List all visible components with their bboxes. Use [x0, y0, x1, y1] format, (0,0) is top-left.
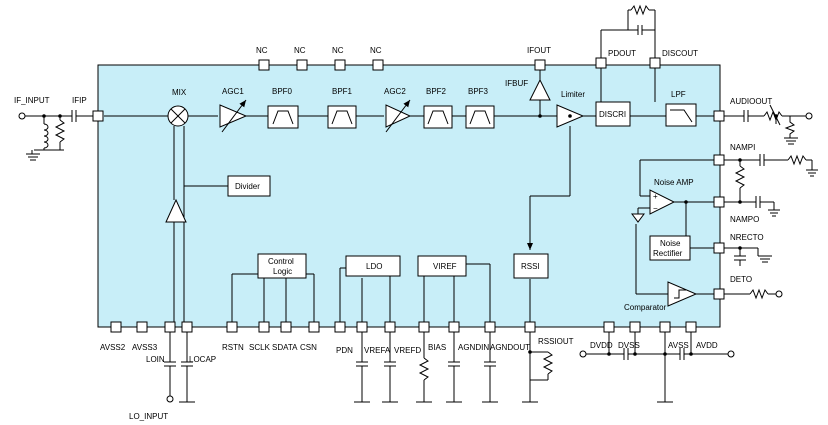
bpf0-label: BPF0: [272, 87, 293, 96]
pin-label-ifip: IFIP: [72, 96, 87, 105]
bpf3-block: [465, 105, 495, 129]
control-logic-block: [257, 253, 307, 279]
agc1-label: AGC1: [222, 87, 244, 96]
bpf0-block: [267, 105, 299, 129]
signal-wires: [104, 64, 720, 322]
svg-text:+: +: [653, 192, 658, 201]
control-logic-label-2: Logic: [273, 267, 292, 276]
pin-label-ifout: IFOUT: [527, 46, 551, 55]
pin-label-avdd: AVDD: [696, 341, 718, 350]
pin-label-loin: LOIN: [146, 355, 165, 364]
bpf2-block: [423, 105, 453, 129]
pin-label-nrecto: NRECTO: [730, 233, 764, 242]
comparator-symbol: [667, 281, 698, 307]
pin-label-rstn: RSTN: [222, 343, 244, 352]
rssi-block: [513, 253, 549, 279]
pin-label-nc-1: NC: [256, 46, 268, 55]
pin-label-sclk: SCLK: [249, 343, 271, 352]
divider-block: [227, 175, 271, 197]
pin-label-locap: LOCAP: [189, 355, 216, 364]
ifbuf-amplifier: [529, 78, 551, 101]
rssi-label: RSSI: [521, 262, 540, 271]
pin-label-rssiout: RSSIOUT: [538, 337, 574, 346]
discri-label: DISCRI: [599, 110, 626, 119]
pin-label-bias: BIAS: [428, 343, 446, 352]
agc1-amplifier: [219, 104, 248, 128]
pin-label-agndin: AGNDIN: [458, 343, 489, 352]
pin-label-if-input: IF_INPUT: [14, 96, 50, 105]
noise-amp-amplifier: [649, 189, 676, 215]
viref-label: VIREF: [433, 262, 457, 271]
bpf3-label: BPF3: [468, 87, 489, 96]
pin-label-avss2: AVSS2: [100, 343, 126, 352]
agc2-label: AGC2: [384, 87, 406, 96]
pin-label-vrefd: VREFD: [394, 346, 421, 355]
lo-buffer-amplifier: [165, 198, 187, 223]
pin-label-dvdd: DVDD: [590, 341, 613, 350]
ldo-block: [345, 255, 401, 277]
pin-label-sdata: SDATA: [272, 343, 298, 352]
pin-label-nc-3: NC: [332, 46, 344, 55]
pin-label-deto: DETO: [730, 275, 752, 284]
pin-label-lo-input: LO_INPUT: [129, 412, 168, 421]
comparator-label: Comparator: [624, 303, 667, 312]
svg-text:−: −: [653, 204, 658, 213]
noise-rectifier-block: [649, 235, 691, 261]
noise-amp-label: Noise AMP: [654, 178, 694, 187]
pin-label-nampo: NAMPO: [730, 215, 759, 224]
pin-label-avss3: AVSS3: [132, 343, 158, 352]
mix-label: MIX: [172, 88, 187, 97]
pin-label-dvss: DVSS: [618, 341, 640, 350]
bpf1-block: [327, 105, 357, 129]
pin-label-vrefa: VREFA: [364, 346, 391, 355]
ifbuf-label: IFBUF: [505, 79, 528, 88]
pin-label-nampi: NAMPI: [730, 143, 755, 152]
viref-block: [417, 255, 467, 277]
limiter-label: Limiter: [561, 90, 585, 99]
pin-label-pdout: PDOUT: [608, 49, 636, 58]
divider-label: Divider: [235, 182, 260, 191]
pin-label-pdn: PDN: [336, 346, 353, 355]
discri-block: [595, 101, 631, 127]
lpf-block: [665, 103, 697, 127]
pin-label-nc-2: NC: [294, 46, 306, 55]
pin-label-nc-4: NC: [370, 46, 382, 55]
noise-rectifier-label-1: Noise: [660, 239, 681, 248]
pin-label-agndout: AGNDOUT: [490, 343, 530, 352]
ldo-label: LDO: [366, 262, 382, 271]
control-logic-label-1: Control: [268, 257, 294, 266]
lpf-label: LPF: [671, 90, 686, 99]
pin-label-discout: DISCOUT: [662, 49, 698, 58]
pin-label-csn: CSN: [300, 343, 317, 352]
pin-label-avss: AVSS: [668, 341, 689, 350]
bpf1-label: BPF1: [332, 87, 353, 96]
noise-rectifier-label-2: Rectifier: [653, 249, 683, 258]
bpf2-label: BPF2: [426, 87, 447, 96]
pin-label-audioout: AUDIOOUT: [730, 97, 772, 106]
